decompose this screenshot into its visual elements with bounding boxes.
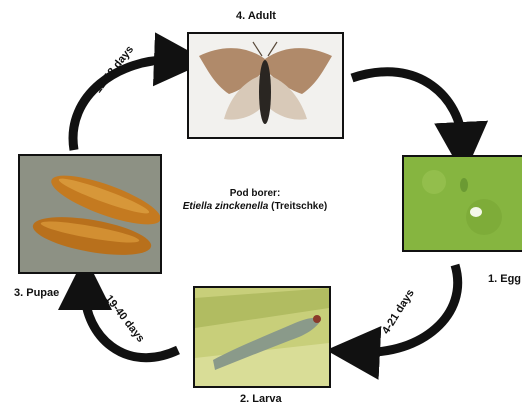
caption-title: Pod borer: — [170, 187, 340, 200]
species-name: Etiella zinckenella — [183, 201, 269, 212]
stage-label-larva: 2. Larva — [240, 393, 282, 405]
moth-image — [189, 34, 342, 137]
pupae-photo — [18, 154, 162, 274]
egg-photo — [402, 155, 522, 252]
center-caption: Pod borer: Etiella zinckenella (Treitsch… — [170, 187, 340, 213]
species-author: (Treitschke) — [271, 201, 327, 212]
larva-image — [195, 288, 329, 386]
stage-label-adult: 4. Adult — [236, 10, 276, 22]
caption-species: Etiella zinckenella (Treitschke) — [170, 200, 340, 213]
stage-label-egg: 1. Egg — [488, 273, 521, 285]
egg-image — [404, 157, 522, 250]
arrow-adult-to-egg — [352, 72, 462, 140]
larva-photo — [193, 286, 331, 388]
adult-photo — [187, 32, 344, 139]
pupae-image — [20, 156, 160, 272]
arrow-pupae-to-adult — [73, 60, 172, 150]
arrow-egg-to-larva — [362, 265, 458, 352]
stage-label-pupae: 3. Pupae — [14, 287, 59, 299]
